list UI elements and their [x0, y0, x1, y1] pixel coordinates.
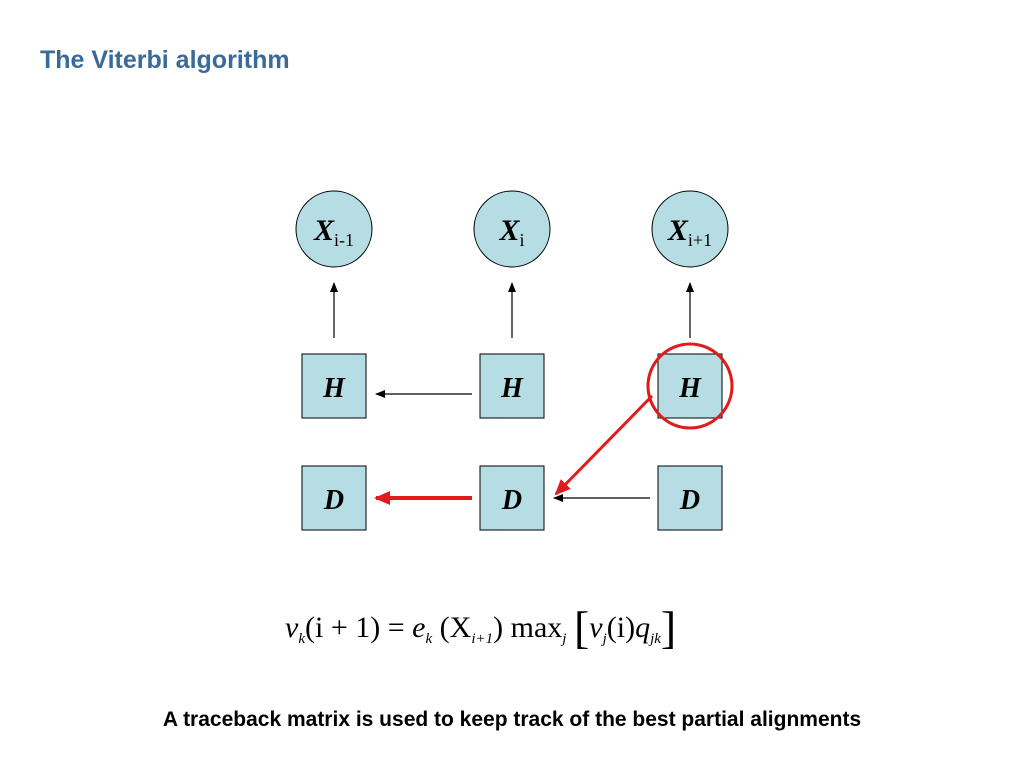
observation-node: Xi-1 — [295, 190, 373, 268]
observation-label: X — [313, 214, 335, 247]
highlight-circle — [646, 342, 734, 430]
svg-text:Xi: Xi — [498, 214, 524, 250]
state-label: D — [323, 485, 344, 516]
page-title: The Viterbi algorithm — [40, 46, 290, 74]
state-node-h: H — [479, 353, 545, 419]
state-label: D — [679, 485, 700, 516]
state-node-d: D — [657, 465, 723, 531]
svg-text:Xi+1: Xi+1 — [667, 214, 712, 250]
traceback-arrow — [554, 394, 654, 496]
observation-sub: i+1 — [688, 230, 712, 250]
viterbi-formula: vk(i + 1) = ek (Xi+1) maxj [vj(i)qjk] — [285, 602, 677, 653]
state-label: H — [322, 373, 346, 404]
state-node-d: D — [301, 465, 367, 531]
state-label: D — [501, 485, 522, 516]
state-node-h: H — [657, 353, 723, 419]
state-label: H — [678, 373, 702, 404]
state-label: H — [500, 373, 524, 404]
observation-sub: i — [520, 230, 525, 250]
observation-label: X — [667, 214, 689, 247]
observation-node: Xi — [473, 190, 551, 268]
observation-label: X — [498, 214, 520, 247]
observation-node: Xi+1 — [651, 190, 729, 268]
state-node-d: D — [479, 465, 545, 531]
caption: A traceback matrix is used to keep track… — [162, 708, 862, 731]
state-node-h: H — [301, 353, 367, 419]
observation-sub: i-1 — [334, 230, 354, 250]
svg-text:Xi-1: Xi-1 — [313, 214, 354, 250]
